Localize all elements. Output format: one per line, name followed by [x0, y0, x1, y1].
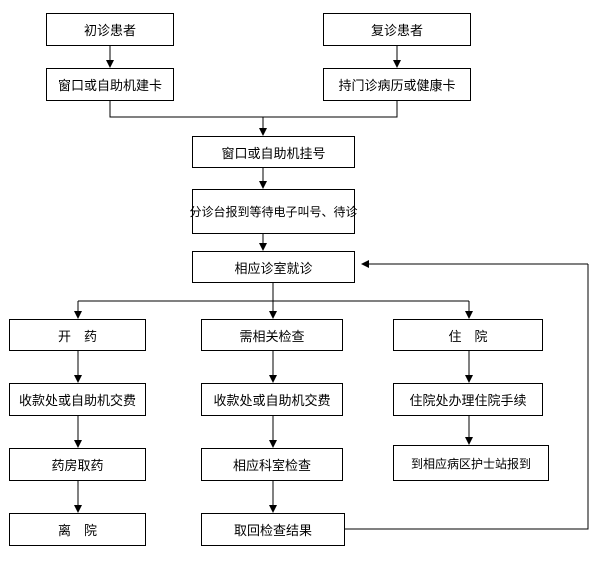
node-pharmacy: 药房取药 [9, 448, 146, 481]
node-hospitalize: 住 院 [393, 319, 543, 351]
node-register-number: 窗口或自助机挂号 [192, 136, 355, 168]
node-ward-report: 到相应病区护士站报到 [393, 445, 549, 481]
node-return-visit: 复诊患者 [323, 13, 471, 46]
feedback-line [345, 264, 589, 530]
node-get-results: 取回检查结果 [201, 513, 345, 546]
node-prescribe: 开 药 [9, 319, 146, 351]
node-show-card: 持门诊病历或健康卡 [323, 68, 471, 101]
node-leave: 离 院 [9, 513, 146, 546]
merge-line [109, 101, 398, 118]
node-admission-process: 住院处办理住院手续 [393, 383, 543, 416]
node-need-exam: 需相关检查 [201, 319, 343, 351]
node-first-visit: 初诊患者 [46, 13, 174, 46]
node-triage-wait: 分诊台报到等待电子叫号、待诊 [190, 189, 358, 234]
node-register-card: 窗口或自助机建卡 [46, 68, 174, 101]
node-pay-drug: 收款处或自助机交费 [9, 383, 146, 416]
node-consult-room: 相应诊室就诊 [192, 251, 355, 283]
node-pay-exam: 收款处或自助机交费 [201, 383, 343, 416]
node-exam-dept: 相应科室检查 [201, 448, 343, 481]
